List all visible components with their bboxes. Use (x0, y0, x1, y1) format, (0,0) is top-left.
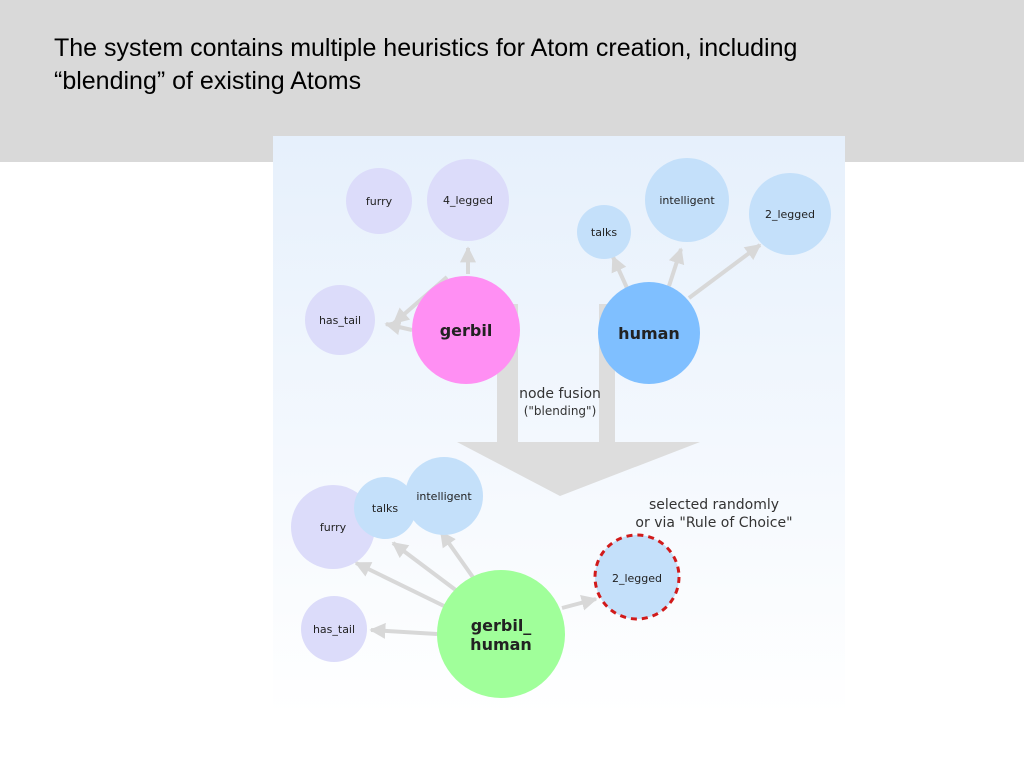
node-gerbil-human-label-line-2: human (470, 635, 532, 654)
node-2-legged-label: 2_legged (765, 208, 815, 221)
node-human-label: human (618, 324, 680, 343)
node-gerbil (412, 276, 520, 384)
node-fusion-figure: furry 4_legged has_tail talks intelligen… (273, 136, 845, 716)
node-4-legged-label: 4_legged (443, 194, 493, 207)
edge-blend-furry (354, 561, 445, 608)
node-fusion-diagram: furry 4_legged has_tail talks intelligen… (273, 136, 845, 716)
node-selected-2-legged-label: 2_legged (612, 572, 662, 585)
edge-human-intelligent (667, 247, 685, 287)
edge-human-talks (611, 255, 629, 289)
node-furry-label: furry (366, 195, 393, 208)
node-blend-talks (354, 477, 416, 539)
node-4-legged (427, 159, 509, 241)
node-talks (577, 205, 631, 259)
node-blend-intelligent-label: intelligent (416, 490, 472, 503)
node-gerbil-human-label-line-1: gerbil_ (471, 616, 532, 635)
node-selected-2-legged (593, 533, 681, 621)
slide-title-line-1: The system contains multiple heuristics … (54, 34, 798, 62)
node-blend-intelligent (405, 457, 483, 535)
edge-blend-talks (391, 541, 463, 596)
fusion-caption-line-1: node fusion (519, 386, 601, 402)
node-blend-furry (291, 485, 375, 569)
node-gerbil-human (437, 570, 565, 698)
node-talks-label: talks (591, 226, 617, 239)
node-blend-talks-label: talks (372, 502, 398, 515)
node-blend-has-tail-label: has_tail (313, 623, 355, 636)
edge-gerbil-has-tail (384, 319, 413, 336)
node-has-tail (305, 285, 375, 355)
fusion-caption-line-2: ("blending") (524, 404, 597, 418)
node-human (598, 282, 700, 384)
node-intelligent (645, 158, 729, 242)
node-furry (346, 168, 412, 234)
slide-title: The system contains multiple heuristics … (54, 32, 954, 98)
node-gerbil-label: gerbil (440, 321, 493, 340)
node-blend-furry-label: furry (320, 521, 347, 534)
edge-blend-has-tail (369, 622, 438, 639)
fusion-arrow (457, 304, 700, 496)
edge-blend-intelligent (439, 530, 479, 585)
selection-note-line-1: selected randomly (649, 497, 779, 513)
node-2-legged (749, 173, 831, 255)
slide-title-line-2: “blending” of existing Atoms (54, 67, 362, 95)
header-band (0, 0, 1024, 162)
node-has-tail-label: has_tail (319, 314, 361, 327)
edge-human-2-legged (687, 243, 762, 300)
edge-blend-2-legged (561, 594, 598, 611)
node-intelligent-label: intelligent (659, 194, 715, 207)
node-blend-has-tail (301, 596, 367, 662)
selection-note-line-2: or via "Rule of Choice" (635, 515, 792, 531)
